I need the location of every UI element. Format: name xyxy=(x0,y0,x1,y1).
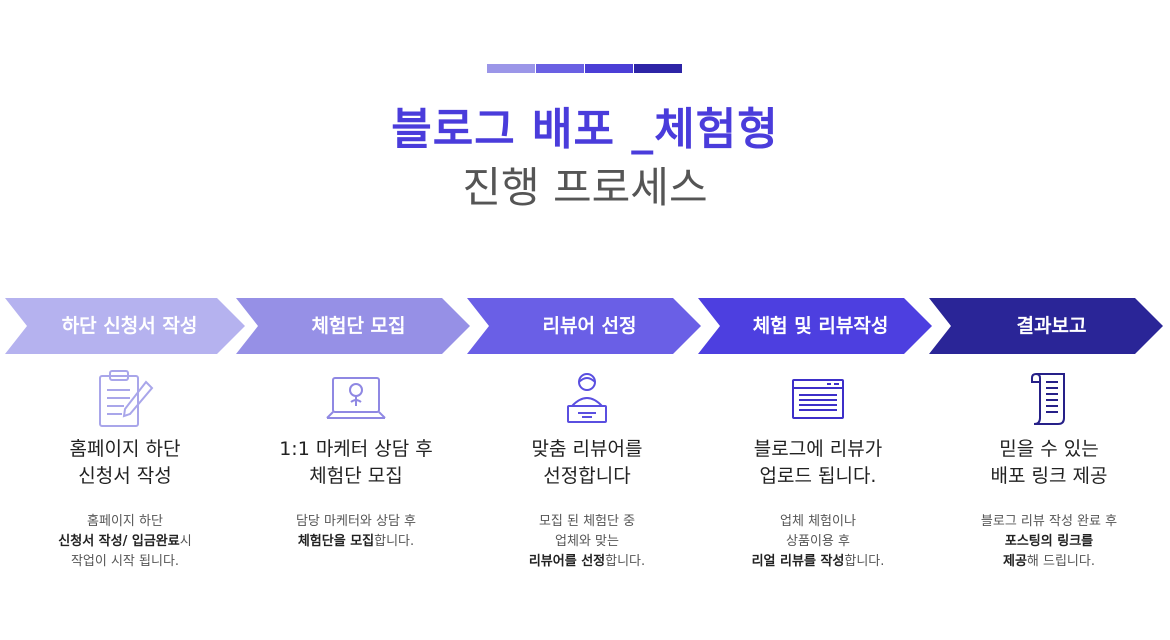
color-bar-segment-2 xyxy=(536,64,584,73)
step-heading: 블로그에 리뷰가 업로드 됩니다. xyxy=(753,438,883,487)
step-description: 블로그 리뷰 작성 완료 후 포스팅의 링크를 제공해 드립니다. xyxy=(980,514,1118,569)
process-step-1: 하단 신청서 작성 홈페이지 하단 신청서 작성 홈페이지 하단 신청서 작성/… xyxy=(5,298,245,572)
header: 블로그 배포 _체험형 진행 프로세스 xyxy=(0,100,1170,216)
step-label: 리뷰어 선정 xyxy=(542,315,637,337)
color-bar-segment-3 xyxy=(585,64,633,73)
step-heading: 맞춤 리뷰어를 선정합니다 xyxy=(531,438,643,487)
step-heading: 홈페이지 하단 신청서 작성 xyxy=(69,438,181,487)
clipboard-pen-icon xyxy=(99,370,154,427)
step-description: 홈페이지 하단 신청서 작성/ 입금완료시 작업이 시작 됩니다. xyxy=(58,514,192,569)
page-title: 블로그 배포 _체험형 xyxy=(391,104,779,155)
browser-window-icon xyxy=(792,379,844,419)
step-description: 업체 체험이나 상품이용 후 리얼 리뷰를 작성합니다. xyxy=(751,514,885,569)
color-bar-segment-1 xyxy=(487,64,535,73)
step-label: 결과보고 xyxy=(1016,315,1087,337)
process-step-4: 체험 및 리뷰작성 블로그에 리뷰가 업로드 됩니다. 업체 체험이나 상품이용… xyxy=(698,298,938,572)
step-arrow: 하단 신청서 작성 xyxy=(5,298,245,354)
process-step-3: 리뷰어 선정 맞춤 리뷰어를 선정합니다 모집 된 체험단 중 업체와 맞는 리… xyxy=(467,298,707,572)
document-list-icon xyxy=(1031,372,1065,425)
step-arrow: 체험 및 리뷰작성 xyxy=(698,298,938,354)
step-description: 모집 된 체험단 중 업체와 맞는 리뷰어를 선정합니다. xyxy=(528,514,646,569)
color-bar-segment-4 xyxy=(634,64,682,73)
step-heading: 1:1 마케터 상담 후 체험단 모집 xyxy=(279,438,433,487)
process-step-5: 결과보고 믿을 수 있는 배포 링크 제공 블로그 리뷰 작성 완료 후 포스팅… xyxy=(929,298,1169,572)
reviewer-desk-icon xyxy=(567,373,607,423)
step-heading: 믿을 수 있는 배포 링크 제공 xyxy=(990,438,1108,487)
step-description: 담당 마케터와 상담 후 체험단을 모집합니다. xyxy=(295,514,417,549)
step-arrow: 리뷰어 선정 xyxy=(467,298,707,354)
decorative-color-bar xyxy=(487,64,682,73)
step-arrow: 결과보고 xyxy=(929,298,1169,354)
step-label: 하단 신청서 작성 xyxy=(61,315,198,337)
process-steps: 하단 신청서 작성 홈페이지 하단 신청서 작성 홈페이지 하단 신청서 작성/… xyxy=(0,298,1170,598)
page-subtitle: 진행 프로세스 xyxy=(462,163,708,212)
step-label: 체험 및 리뷰작성 xyxy=(752,315,889,337)
laptop-person-icon xyxy=(326,377,386,419)
step-label: 체험단 모집 xyxy=(311,315,406,337)
step-arrow: 체험단 모집 xyxy=(236,298,476,354)
process-step-2: 체험단 모집 1:1 마케터 상담 후 체험단 모집 담당 마케터와 상담 후 … xyxy=(236,298,476,552)
